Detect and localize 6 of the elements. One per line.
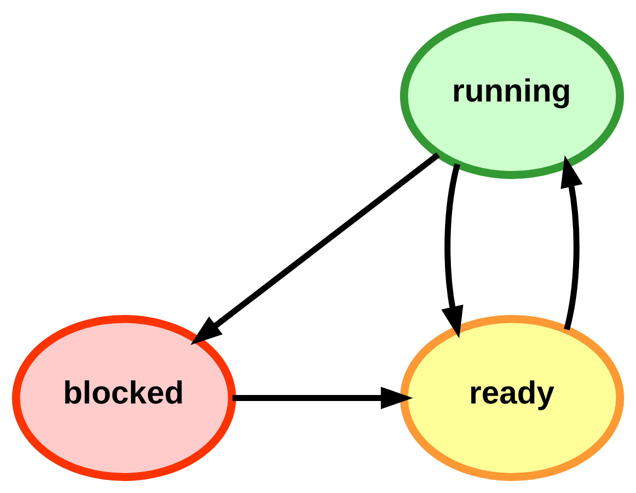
node-ellipse: running bbox=[400, 12, 624, 178]
arrow bbox=[232, 386, 413, 409]
arrow bbox=[560, 154, 583, 330]
node-ellipse: ready bbox=[400, 314, 624, 480]
arrow bbox=[441, 162, 464, 338]
arrow bbox=[190, 152, 440, 344]
